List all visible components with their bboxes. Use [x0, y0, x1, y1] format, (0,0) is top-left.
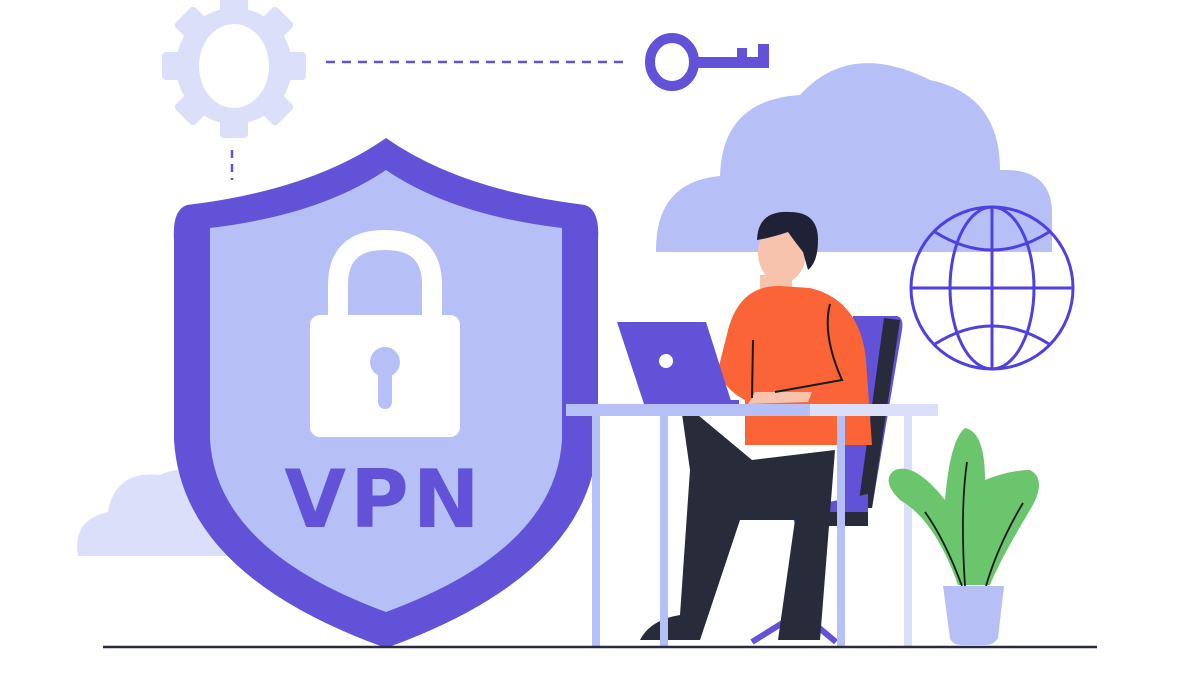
key-icon	[645, 33, 769, 91]
vpn-label: VPN	[284, 453, 484, 546]
desk	[566, 404, 938, 646]
cloud-icon	[655, 63, 1052, 252]
lock-icon	[310, 229, 460, 437]
gear-icon	[162, 0, 306, 138]
plant-icon	[888, 428, 1039, 645]
laptop-icon	[617, 322, 739, 406]
globe-icon	[909, 205, 1075, 371]
